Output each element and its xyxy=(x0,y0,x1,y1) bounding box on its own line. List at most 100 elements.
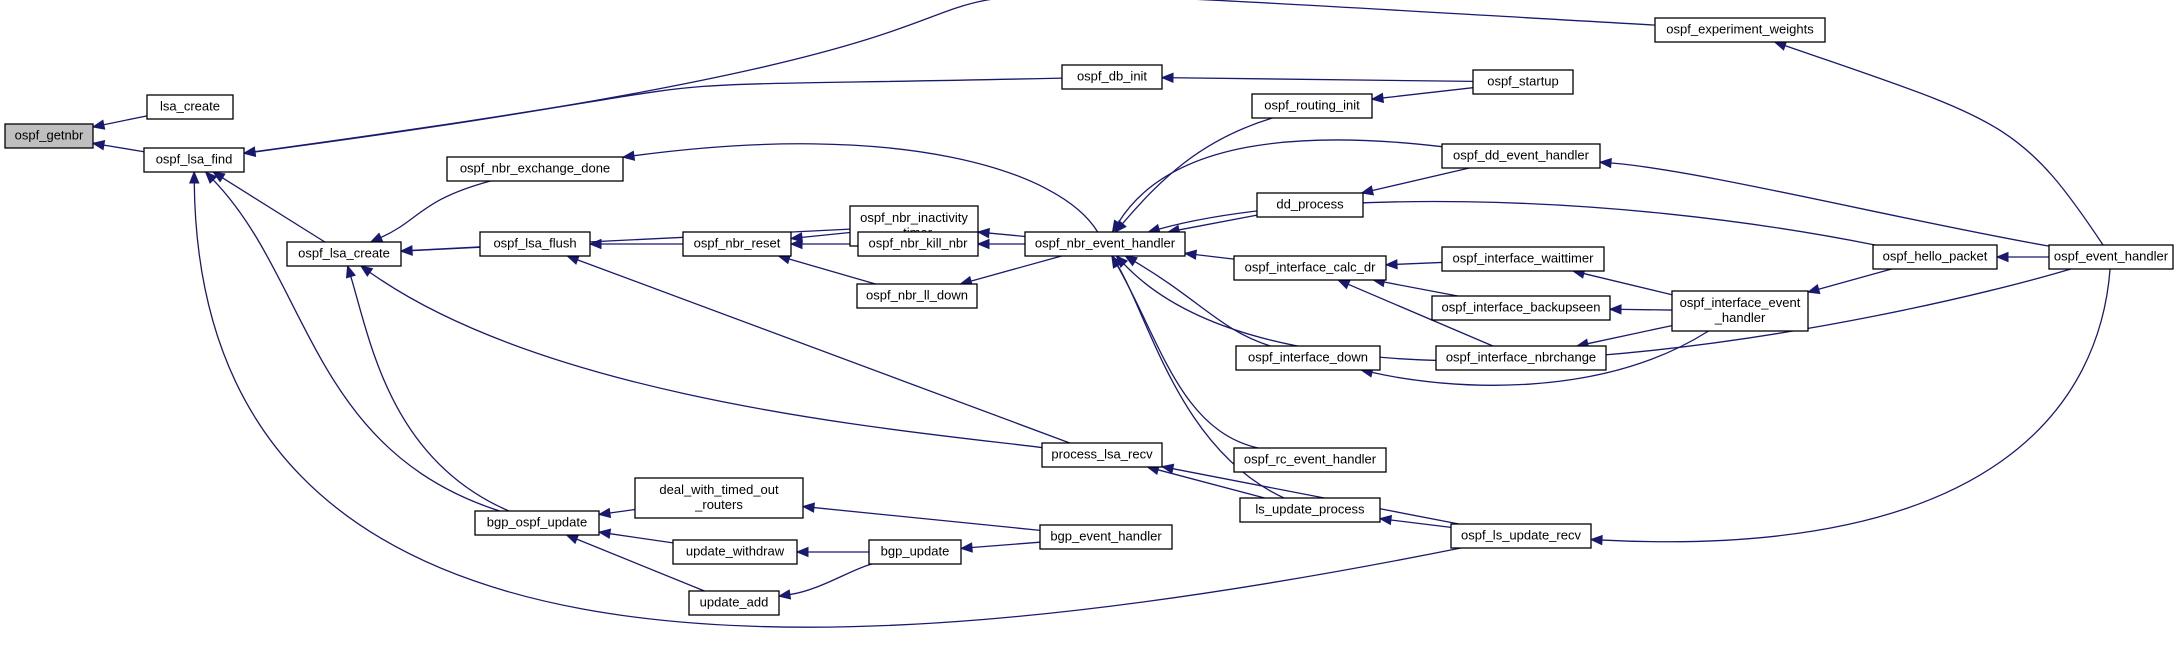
call-edge-line xyxy=(254,0,1656,153)
function-node-ls-update-process[interactable]: ls_update_process xyxy=(1239,497,1381,523)
node-box xyxy=(857,231,979,257)
node-box xyxy=(688,590,780,616)
arrowhead xyxy=(789,232,803,243)
node-label: bgp_ospf_update xyxy=(487,515,587,530)
function-node-ospf-hello-packet[interactable]: ospf_hello_packet xyxy=(1872,244,1998,270)
call-edge xyxy=(1571,268,1673,296)
function-node-ospf-startup[interactable]: ospf_startup xyxy=(1472,69,1574,95)
function-node-deal-with-timed-out-routers[interactable]: deal_with_timed_out_routers xyxy=(634,477,804,519)
node-label: ospf_experiment_weights xyxy=(1666,22,1814,37)
function-node-ospf-lsa-find[interactable]: ospf_lsa_find xyxy=(143,147,245,173)
call-edge-line xyxy=(1382,87,1474,99)
node-box xyxy=(4,123,94,149)
call-edge xyxy=(959,255,1062,286)
function-node-ospf-interface-backupseen[interactable]: ospf_interface_backupseen xyxy=(1431,295,1611,321)
node-box xyxy=(1441,246,1605,272)
function-node-ospf-interface-down[interactable]: ospf_interface_down xyxy=(1235,345,1381,371)
call-edge-line xyxy=(789,563,872,596)
function-node-dd-process[interactable]: dd_process xyxy=(1256,192,1364,218)
arrowhead xyxy=(345,264,356,279)
call-edge xyxy=(1773,40,2104,246)
call-edge xyxy=(588,238,683,250)
function-node-ospf-experiment-weights[interactable]: ospf_experiment_weights xyxy=(1654,17,1826,43)
function-node-ospf-nbr-reset[interactable]: ospf_nbr_reset xyxy=(682,231,792,257)
call-edge-line xyxy=(1396,261,1443,265)
function-node-ospf-interface-waittimer[interactable]: ospf_interface_waittimer xyxy=(1441,246,1605,272)
function-node-ospf-ls-update-recv[interactable]: ospf_ls_update_recv xyxy=(1450,523,1592,549)
call-edge xyxy=(1608,304,1673,315)
call-edge xyxy=(976,227,1026,239)
function-node-bgp-event-handler[interactable]: bgp_event_handler xyxy=(1039,524,1173,550)
call-edge-line xyxy=(1117,139,1443,224)
call-edge-line xyxy=(609,508,636,514)
function-node-bgp-ospf-update[interactable]: bgp_ospf_update xyxy=(474,510,600,536)
node-label: ospf_getnbr xyxy=(15,128,84,143)
arrowhead xyxy=(1111,219,1124,234)
call-edge xyxy=(1183,249,1235,260)
function-node-lsa-create[interactable]: lsa_create xyxy=(146,94,234,120)
function-node-ospf-nbr-kill-nbr[interactable]: ospf_nbr_kill_nbr xyxy=(857,231,979,257)
arrowhead xyxy=(789,238,803,250)
call-edge-line xyxy=(633,143,1099,233)
function-node-ospf-interface-event-handler[interactable]: ospf_interface_event_handler xyxy=(1671,290,1809,332)
function-node-ospf-getnbr[interactable]: ospf_getnbr xyxy=(4,123,94,149)
node-box xyxy=(446,156,624,182)
node-box xyxy=(2048,244,2174,270)
arrowhead xyxy=(1183,249,1198,260)
function-node-ospf-interface-calc-dr[interactable]: ospf_interface_calc_dr xyxy=(1233,255,1387,281)
node-label: bgp_update xyxy=(881,544,950,559)
node-label: deal_with_timed_out xyxy=(659,482,779,497)
function-node-ospf-db-init[interactable]: ospf_db_init xyxy=(1061,64,1163,90)
call-edge-line xyxy=(103,115,148,126)
node-box xyxy=(1671,290,1809,332)
function-node-process-lsa-recv[interactable]: process_lsa_recv xyxy=(1041,442,1163,468)
function-node-ospf-nbr-event-handler[interactable]: ospf_nbr_event_handler xyxy=(1024,231,1186,257)
function-node-update-withdraw[interactable]: update_withdraw xyxy=(672,539,798,565)
arrowhead xyxy=(1995,251,2009,263)
call-edge xyxy=(597,507,636,519)
call-edge-line xyxy=(222,177,326,243)
node-label: ospf_ls_update_recv xyxy=(1461,528,1581,543)
call-edge xyxy=(959,541,1041,553)
call-edge xyxy=(189,170,1462,628)
arrowhead xyxy=(1160,463,1175,474)
function-node-ospf-event-handler[interactable]: ospf_event_handler xyxy=(2048,244,2174,270)
function-node-ospf-lsa-flush[interactable]: ospf_lsa_flush xyxy=(479,231,591,257)
function-node-ospf-lsa-create[interactable]: ospf_lsa_create xyxy=(286,241,402,267)
node-label: update_add xyxy=(700,595,769,610)
node-box xyxy=(672,539,798,565)
node-label: _handler xyxy=(1714,310,1766,325)
node-box xyxy=(1431,295,1611,321)
function-node-ospf-nbr-ll-down[interactable]: ospf_nbr_ll_down xyxy=(856,283,978,309)
arrowhead xyxy=(621,150,636,161)
arrowhead xyxy=(359,265,374,277)
arrowhead xyxy=(976,238,990,250)
call-edge-line xyxy=(380,180,491,239)
node-box xyxy=(634,477,804,519)
call-edge xyxy=(801,502,1041,531)
node-label: ospf_nbr_event_handler xyxy=(1035,236,1176,251)
function-node-ospf-rc-event-handler[interactable]: ospf_rc_event_handler xyxy=(1233,447,1387,473)
call-edge xyxy=(1147,200,1876,246)
function-node-ospf-nbr-exchange-done[interactable]: ospf_nbr_exchange_done xyxy=(446,156,624,182)
function-node-ospf-interface-nbrchange[interactable]: ospf_interface_nbrchange xyxy=(1435,345,1607,371)
arrowhead xyxy=(565,534,580,545)
arrowhead xyxy=(1608,304,1622,315)
call-edge xyxy=(976,238,1025,250)
node-box xyxy=(868,539,962,565)
arrowhead xyxy=(795,546,809,558)
function-node-bgp-update[interactable]: bgp_update xyxy=(868,539,962,565)
function-node-ospf-dd-event-handler[interactable]: ospf_dd_event_handler xyxy=(1441,143,1601,169)
function-node-ospf-routing-init[interactable]: ospf_routing_init xyxy=(1251,93,1373,119)
call-edge xyxy=(1114,117,1273,234)
node-box xyxy=(1256,192,1364,218)
call-edge-line xyxy=(1172,468,1460,525)
function-node-update-add[interactable]: update_add xyxy=(688,590,780,616)
call-edge xyxy=(1384,259,1443,270)
call-edge xyxy=(621,143,1099,233)
call-edge-line xyxy=(1178,214,1258,231)
node-box xyxy=(856,283,978,309)
call-edge-line xyxy=(1390,519,1452,529)
call-edge xyxy=(204,171,500,512)
call-edge-line xyxy=(369,271,1043,449)
